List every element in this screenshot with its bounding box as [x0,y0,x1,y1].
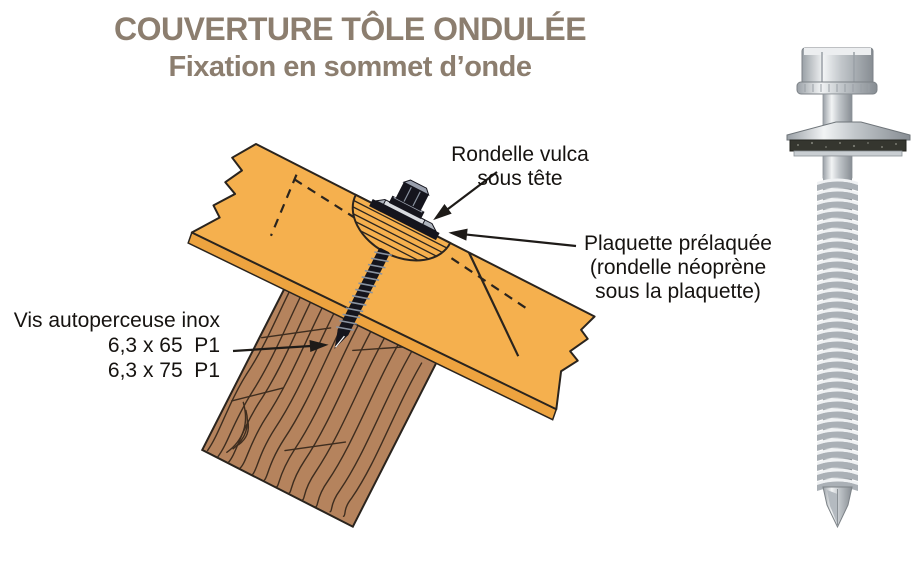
rondelle-label-line2: sous tête [477,167,563,190]
rondelle-label: Rondelle vulca sous tête [425,143,615,191]
rondelle-label-line1: Rondelle vulca [451,143,589,166]
vis-label: Vis autoperceuse inox 6,3 x 65 P1 6,3 x … [12,308,220,383]
plaquette-arrow [448,228,577,248]
fixation-diagram [187,143,596,529]
vis-label-line3: 6,3 x 75 P1 [107,359,220,382]
page-title: COUVERTURE TÔLE ONDULÉE Fixation en somm… [30,10,670,84]
screw-drawing [334,179,440,349]
plaquette-label-line2: (rondelle néoprène [589,256,767,279]
rondelle-arrow [433,171,498,221]
plaquette-label-line3: sous la plaquette) [595,280,761,303]
screw-threads [336,251,392,331]
photo-shank-upper [822,93,853,126]
screw-photo [786,47,911,529]
callout-arrows [232,171,577,353]
vis-arrow [232,339,329,353]
photo-neoprene-ring [789,139,907,152]
photo-washer [786,121,911,157]
plaquette-label: Plaquette prélaquée (rondelle néoprène s… [568,232,788,304]
screw-head-drawing [369,179,440,241]
title-line-1: COUVERTURE TÔLE ONDULÉE [113,11,587,47]
photo-shank-lower [822,155,853,179]
vis-label-line1: Vis autoperceuse inox [13,309,220,332]
wave-crest [351,193,452,262]
corrugated-sheet [190,143,596,411]
photo-threaded-shaft [817,175,858,491]
vis-label-line2: 6,3 x 65 P1 [107,334,220,357]
photo-hex-head [796,47,878,95]
title-line-2: Fixation en sommet d’onde [168,51,532,83]
plaquette-label-line1: Plaquette prélaquée [584,232,772,255]
photo-drill-point [822,486,853,529]
sheet-guide-lines [269,174,530,357]
